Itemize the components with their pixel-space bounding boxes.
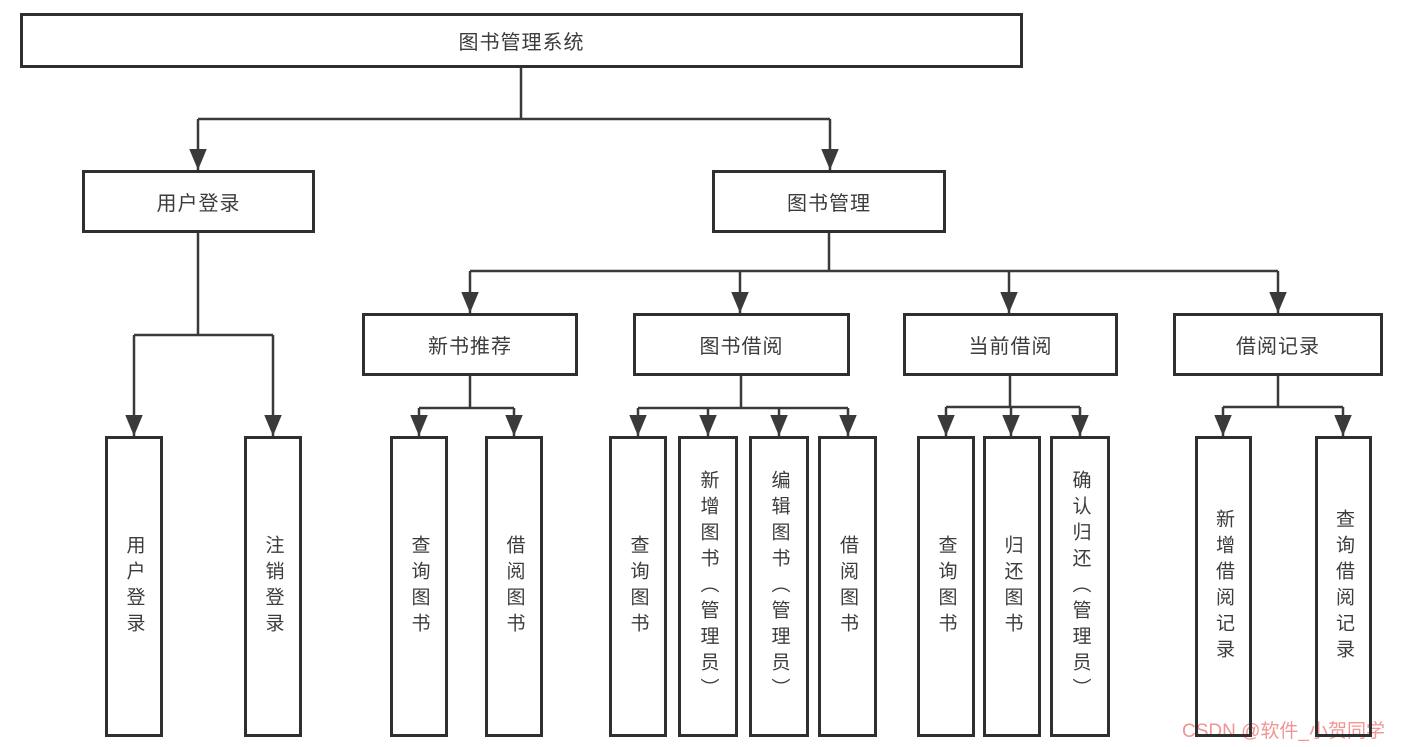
node-root-library-system: 图书管理系统 <box>20 13 1023 68</box>
node-user-login: 用户登录 <box>82 170 315 233</box>
node-new-book-recommend: 新书推荐 <box>362 313 578 376</box>
csdn-watermark: CSDN @软件_小贺同学 <box>1182 721 1385 742</box>
leaf-confirm-return-admin: 确认归还（管理员） <box>1050 436 1110 737</box>
node-current-borrow: 当前借阅 <box>903 313 1118 376</box>
leaf-query-book-borrow: 查询图书 <box>609 436 667 737</box>
leaf-query-book-recommend: 查询图书 <box>390 436 448 737</box>
leaf-edit-book-admin: 编辑图书（管理员） <box>749 436 809 737</box>
leaf-query-book-current: 查询图书 <box>917 436 975 737</box>
node-borrow-records: 借阅记录 <box>1173 313 1383 376</box>
leaf-user-login: 用户登录 <box>105 436 163 737</box>
node-book-borrow: 图书借阅 <box>633 313 850 376</box>
leaf-add-book-admin: 新增图书（管理员） <box>678 436 738 737</box>
leaf-logout: 注销登录 <box>244 436 302 737</box>
leaf-borrow-book-recommend: 借阅图书 <box>485 436 543 737</box>
leaf-borrow-book: 借阅图书 <box>818 436 877 737</box>
leaf-query-borrow-record: 查询借阅记录 <box>1315 436 1372 737</box>
node-book-management: 图书管理 <box>712 170 946 233</box>
leaf-add-borrow-record: 新增借阅记录 <box>1195 436 1252 737</box>
leaf-return-book: 归还图书 <box>983 436 1041 737</box>
